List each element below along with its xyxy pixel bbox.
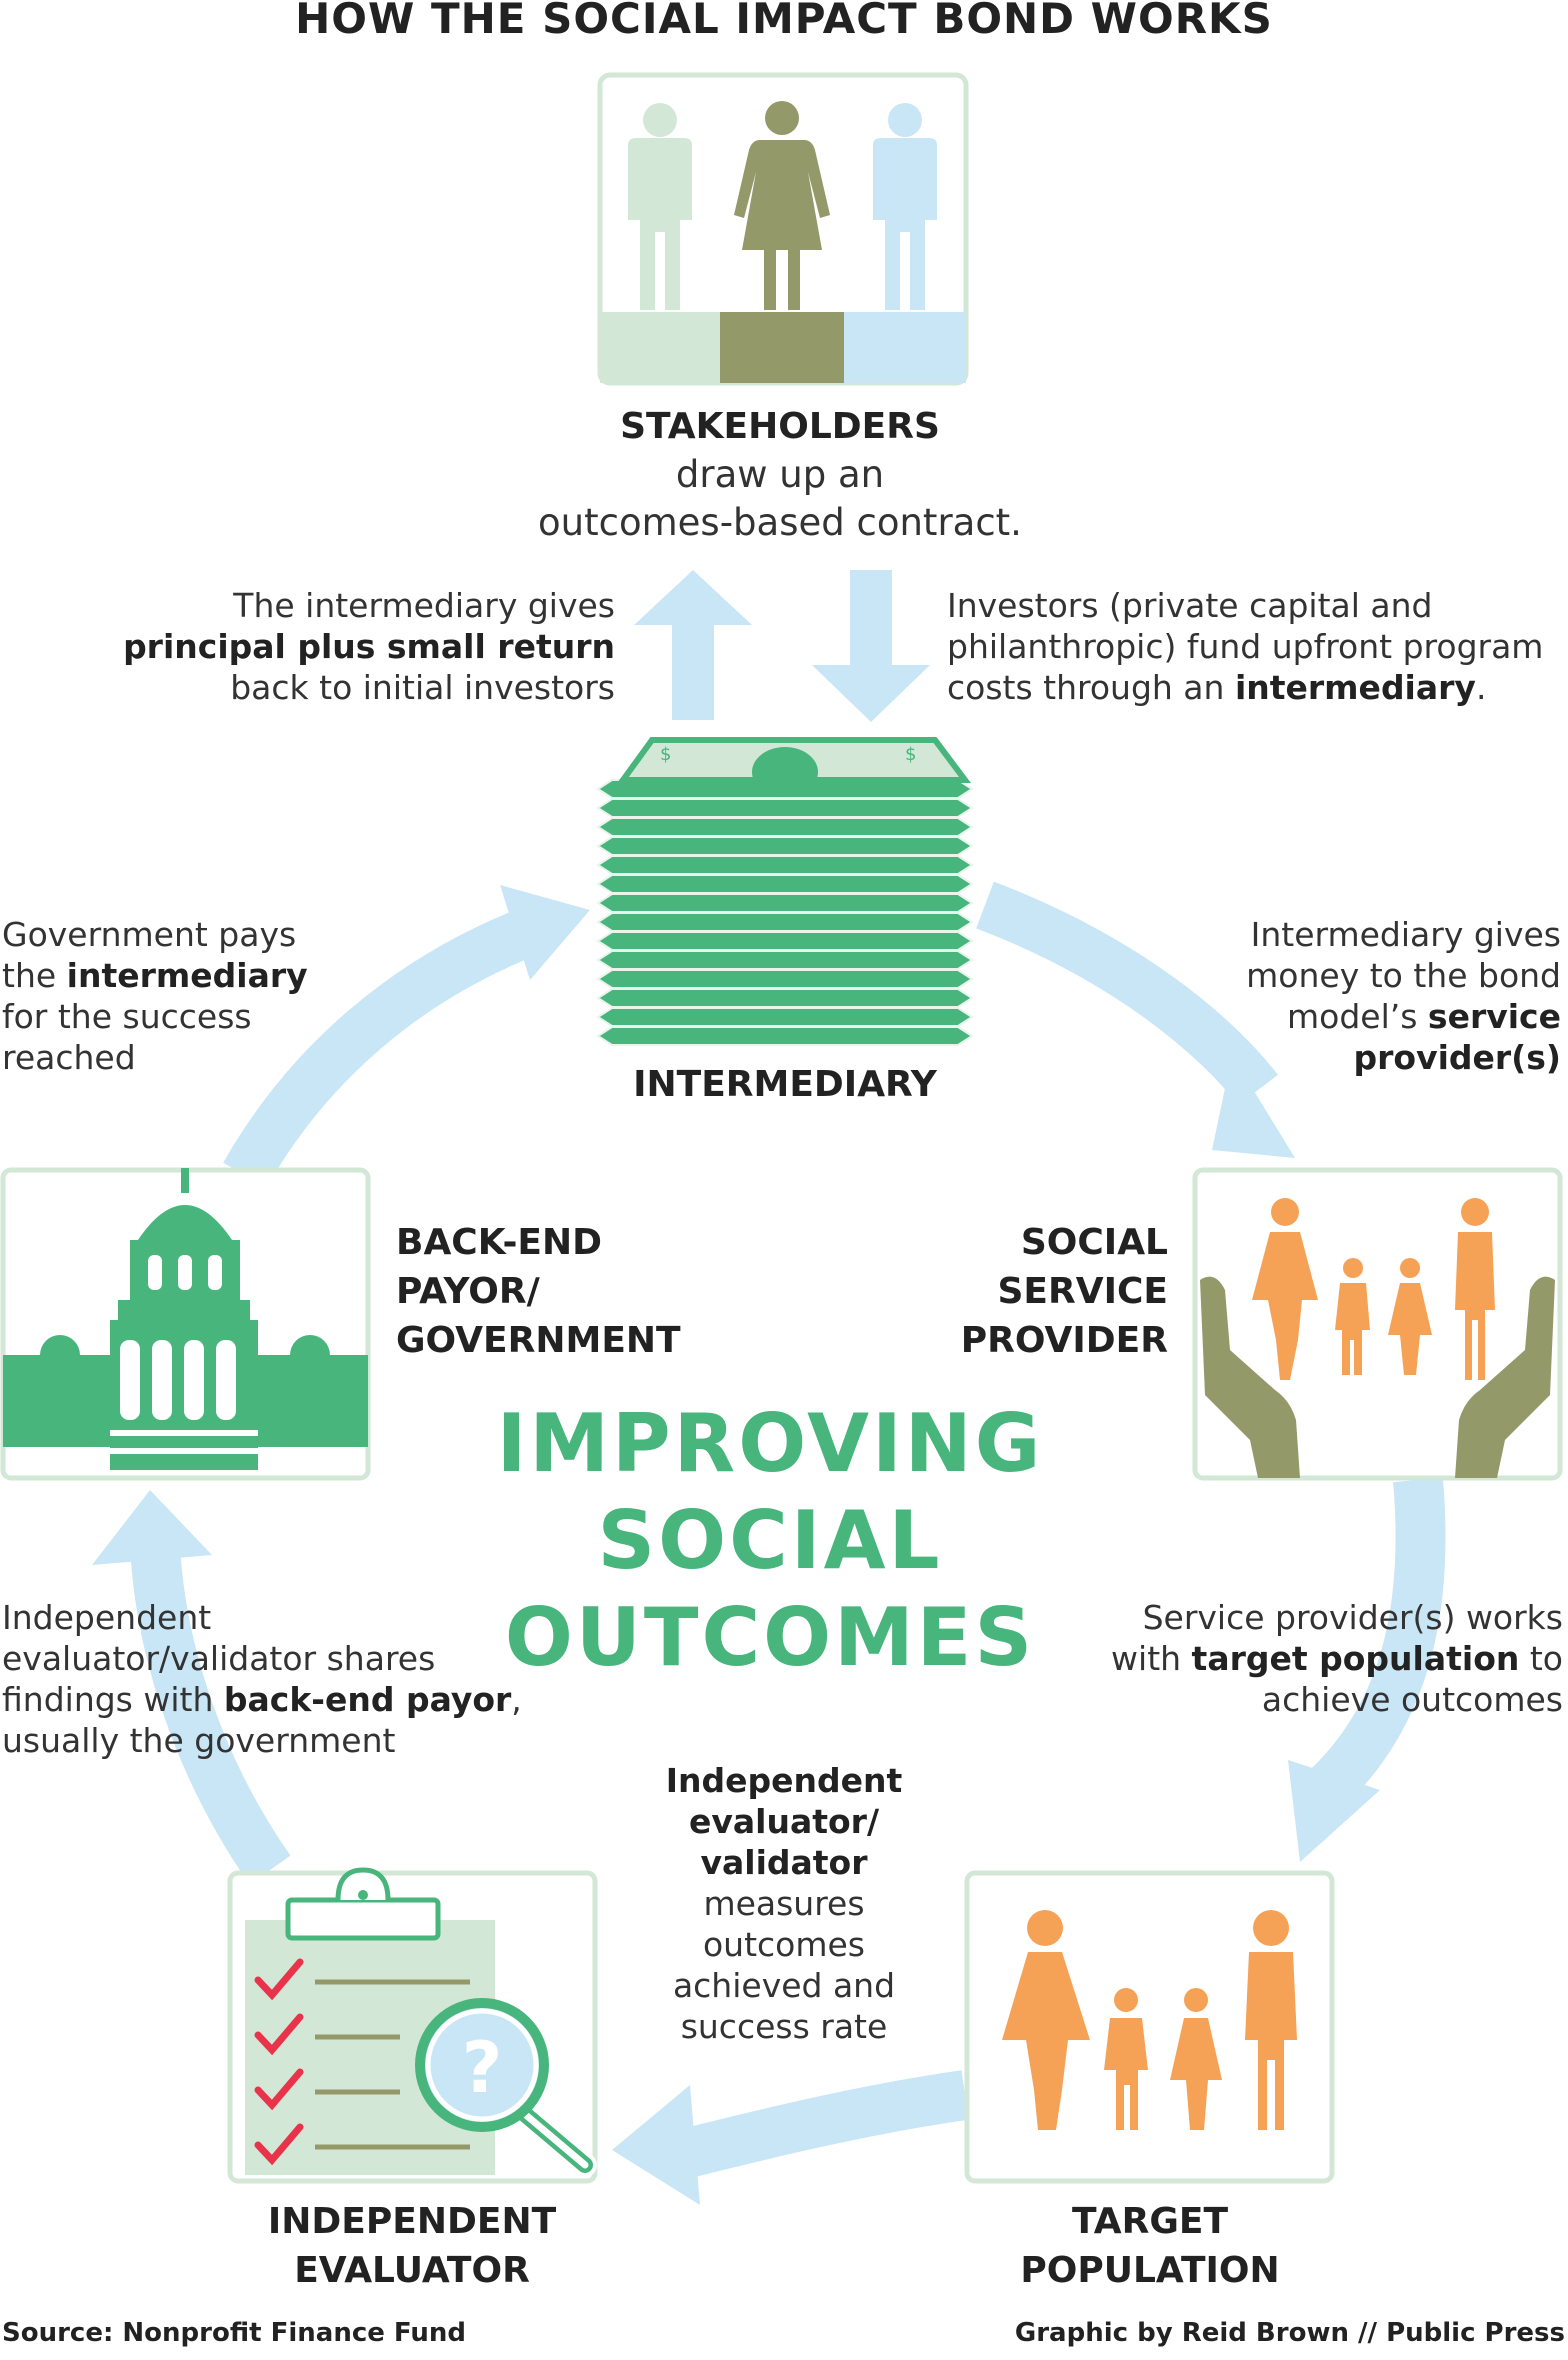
dollar-bill [596,798,974,818]
arrowhead-target [1288,1760,1380,1862]
family-icon [964,1870,1335,2184]
stakeholder-arrows [634,570,930,722]
arrowhead-government [92,1490,212,1565]
note-evaluator-measures: Independent evaluator/ validator measure… [665,1761,903,2046]
arrow-government-to-intermediary [223,911,530,1188]
note-return-to-investors: The intermediary gives principal plus sm… [123,586,615,707]
dollar-bill [596,969,974,989]
arrowhead-intermediary [500,885,590,980]
stakeholders-text-2: outcomes-based contract. [538,501,1022,544]
dollar-bill [596,988,974,1008]
graphic-credit: Graphic by Reid Brown // Public Press [1014,2318,1565,2348]
dollar-bill [596,855,974,875]
dollar-bill [596,893,974,913]
svg-text:$: $ [660,744,671,765]
target-label: TARGET POPULATION [1020,2201,1280,2291]
stakeholders-label: STAKEHOLDERS [620,406,940,447]
government-label: BACK-END PAYOR/ GOVERNMENT [396,1222,681,1361]
arrow-down-head [812,665,930,722]
dollar-bill [596,836,974,856]
hands-family-icon [1192,1167,1563,1481]
arrow-down-shaft [850,570,892,670]
arrow-provider-to-target [1307,1477,1446,1809]
money-stack-icon: $ $ [596,737,974,1046]
capitol-building-icon [0,1167,371,1481]
provider-label: SOCIAL SERVICE PROVIDER [960,1222,1168,1361]
dollar-bill [596,1007,974,1027]
arrowhead-provider [1212,1055,1295,1158]
source-credit: Source: Nonprofit Finance Fund [2,2318,467,2348]
note-investors-fund: Investors (private capital and philanthr… [947,586,1544,707]
note-provider-works: Service provider(s) works with target po… [1111,1598,1563,1719]
center-heading: IMPROVING SOCIAL OUTCOMES [496,1397,1044,1684]
intermediary-label: INTERMEDIARY [633,1064,937,1105]
note-evaluator-shares: Independent evaluator/validator shares f… [2,1598,522,1760]
dollar-bill [596,950,974,970]
dollar-bill [596,912,974,932]
evaluator-label: INDEPENDENT EVALUATOR [267,2201,557,2291]
note-intermediary-gives: Intermediary gives money to the bond mod… [1246,915,1561,1077]
arrow-intermediary-to-provider [976,881,1278,1106]
dollar-bill [596,1026,974,1046]
stakeholders-caption: STAKEHOLDERS draw up an outcomes-based c… [480,402,1080,547]
dollar-bill [596,874,974,894]
arrow-evaluator-to-government [130,1543,291,1885]
page-title: HOW THE SOCIAL IMPACT BOND WORKS [295,0,1273,43]
arrow-up-shaft [672,620,714,720]
arrow-up-head [634,570,752,625]
dollar-bill [596,817,974,837]
svg-text:$: $ [905,744,916,765]
three-people-icon [597,72,969,386]
clipboard-magnifier-icon: ? [227,1867,598,2184]
note-government-pays: Government pays the intermediary for the… [2,915,308,1077]
svg-text:?: ? [462,2027,503,2109]
arrow-target-to-evaluator [673,2070,969,2180]
stakeholders-text-1: draw up an [675,453,885,496]
dollar-bill [596,931,974,951]
arrowhead-evaluator [612,2085,700,2205]
